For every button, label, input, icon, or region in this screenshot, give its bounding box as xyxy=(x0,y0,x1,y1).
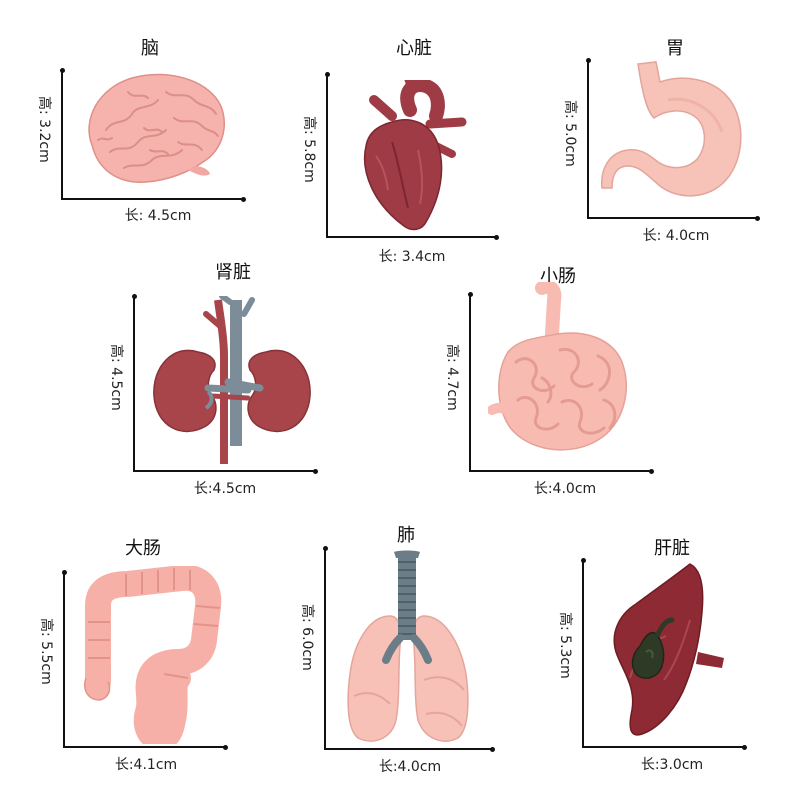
heart-height-label: 高: 5.8cm xyxy=(301,116,317,183)
heart-height-axis xyxy=(326,74,328,238)
brain-axis-dot-top xyxy=(60,68,65,73)
lung-height-axis xyxy=(324,548,326,750)
small-intestine-height-label: 高: 4.7cm xyxy=(444,344,460,411)
large-intestine-title: 大肠 xyxy=(125,538,161,559)
lung-length-axis xyxy=(324,748,493,750)
kidney-height-axis xyxy=(133,296,135,472)
lung-illustration xyxy=(347,550,469,742)
heart-axis-dot-top xyxy=(325,72,330,77)
liver-height-label: 高: 5.3cm xyxy=(557,612,573,679)
large-intestine-length-label: 长:4.1cm xyxy=(114,757,178,773)
small-intestine-illustration xyxy=(488,282,627,451)
heart-illustration xyxy=(364,80,467,231)
stomach-axis-dot-right xyxy=(755,216,760,221)
brain-height-label: 高: 3.2cm xyxy=(36,96,52,163)
heart-length-axis xyxy=(326,236,497,238)
heart-axis-dot-right xyxy=(494,235,499,240)
brain-title: 脑 xyxy=(141,38,159,59)
stomach-title: 胃 xyxy=(666,38,684,59)
stomach-length-axis xyxy=(587,217,758,219)
kidney-length-axis xyxy=(133,470,316,472)
large-intestine-axis-dot-top xyxy=(62,570,67,575)
large-intestine-height-label: 高: 5.5cm xyxy=(38,618,54,685)
liver-title: 肝脏 xyxy=(654,538,690,559)
kidney-title: 肾脏 xyxy=(215,262,251,283)
lung-title: 肺 xyxy=(397,525,415,546)
large-intestine-height-axis xyxy=(63,572,65,748)
liver-illustration xyxy=(613,563,724,736)
stomach-illustration xyxy=(601,61,742,197)
liver-length-axis xyxy=(582,746,745,748)
lung-axis-dot-top xyxy=(323,546,328,551)
liver-axis-dot-right xyxy=(742,745,747,750)
small-intestine-axis-dot-right xyxy=(649,469,654,474)
brain-illustration xyxy=(88,73,225,183)
large-intestine-axis-dot-right xyxy=(223,745,228,750)
small-intestine-length-axis xyxy=(469,470,652,472)
brain-height-axis xyxy=(61,70,63,200)
liver-height-axis xyxy=(582,560,584,748)
large-intestine-illustration xyxy=(84,566,222,744)
lung-length-label: 长:4.0cm xyxy=(378,759,442,775)
kidney-axis-dot-right xyxy=(313,469,318,474)
liver-length-label: 长:3.0cm xyxy=(640,757,704,773)
heart-title: 心脏 xyxy=(396,38,432,59)
heart-length-label: 长: 3.4cm xyxy=(378,249,446,265)
small-intestine-axis-dot-top xyxy=(468,292,473,297)
stomach-height-axis xyxy=(587,60,589,219)
kidney-illustration xyxy=(153,296,311,464)
lung-height-label: 高: 6.0cm xyxy=(299,604,315,671)
stomach-length-label: 长: 4.0cm xyxy=(642,228,710,244)
brain-length-axis xyxy=(61,198,244,200)
kidney-height-label: 高: 4.5cm xyxy=(108,344,124,411)
brain-length-label: 长: 4.5cm xyxy=(124,208,192,224)
small-intestine-length-label: 长:4.0cm xyxy=(533,481,597,497)
lung-axis-dot-right xyxy=(490,747,495,752)
large-intestine-length-axis xyxy=(63,746,226,748)
stomach-axis-dot-top xyxy=(586,58,591,63)
liver-axis-dot-top xyxy=(581,558,586,563)
kidney-axis-dot-top xyxy=(132,294,137,299)
kidney-length-label: 长:4.5cm xyxy=(193,481,257,497)
brain-axis-dot-right xyxy=(241,197,246,202)
small-intestine-height-axis xyxy=(469,294,471,472)
stomach-height-label: 高: 5.0cm xyxy=(562,100,578,167)
